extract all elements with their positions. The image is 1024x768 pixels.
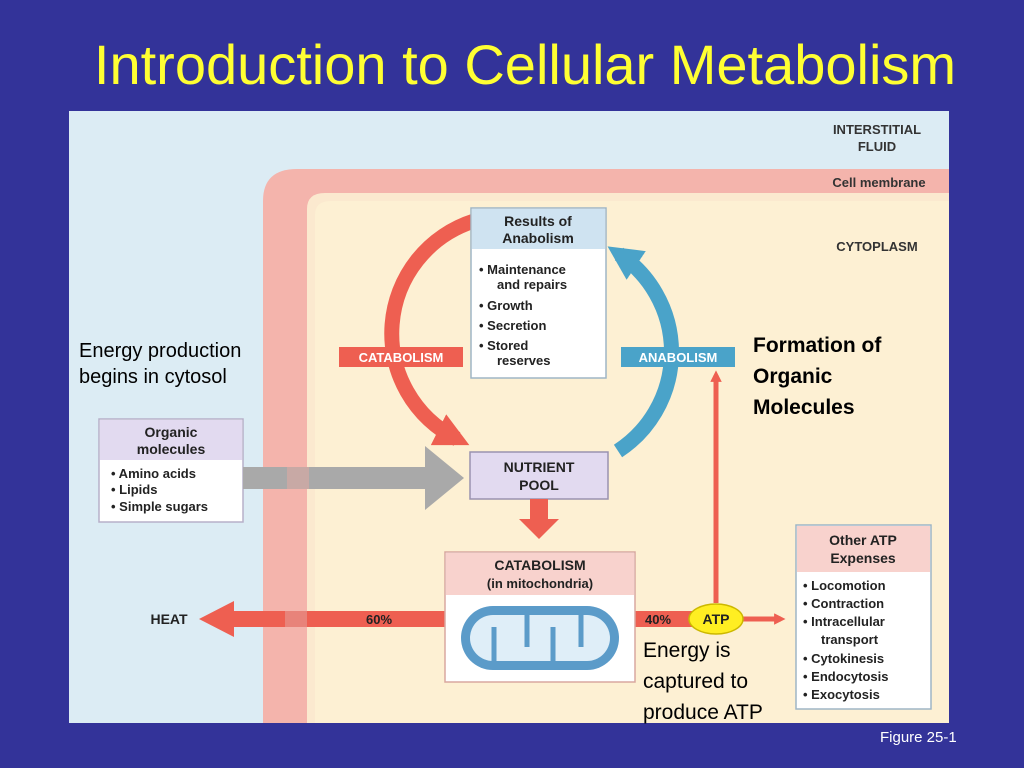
anabolism-item: • Secretion	[479, 318, 546, 333]
mitochondria-subtitle: (in mitochondria)	[487, 576, 593, 591]
metabolism-diagram: INTERSTITIAL FLUID Cell membrane CYTOPLA…	[69, 111, 949, 723]
interstitial-fluid-label: INTERSTITIAL	[833, 122, 921, 137]
anabolism-item: • Growth	[479, 298, 533, 313]
slide-title: Introduction to Cellular Metabolism	[93, 33, 957, 96]
heat-percent: 60%	[366, 612, 392, 627]
heat-arrow	[199, 601, 447, 637]
atp-percent: 40%	[645, 612, 671, 627]
anabolism-item: and repairs	[497, 277, 567, 292]
cytoplasm-label: CYTOPLASM	[836, 239, 917, 254]
nutrient-pool-box	[469, 451, 609, 500]
anabolism-results-title: Results of	[504, 213, 572, 229]
organic-molecule-item: • Lipids	[111, 482, 157, 497]
atp-expense-item: • Locomotion	[803, 578, 886, 593]
annotation-formation-line: Formation of	[753, 334, 882, 357]
heat-label: HEAT	[150, 611, 188, 627]
anabolism-label-bg	[621, 347, 735, 367]
uptake-arrow	[243, 446, 464, 510]
organic-molecules-title: Organic	[145, 424, 198, 440]
mitochondria-title: CATABOLISM	[494, 557, 585, 573]
atp-expense-item: transport	[821, 632, 879, 647]
atp-expense-item: • Endocytosis	[803, 669, 888, 684]
mitochondrion-icon	[461, 606, 619, 670]
anabolism-item: • Stored	[479, 338, 528, 353]
nutrient-pool-label-2: POOL	[519, 477, 559, 493]
nutrient-pool-label: NUTRIENT	[504, 459, 575, 475]
atp-expense-item: • Intracellular	[803, 614, 885, 629]
organic-molecules-title-2: molecules	[137, 441, 206, 457]
mitochondria-catabolism-box: CATABOLISM (in mitochondria)	[444, 551, 636, 683]
annotation-energy-production-line: begins in cytosol	[79, 366, 227, 388]
annotation-energy-production: Energy production begins in cytosol	[79, 338, 241, 390]
annotation-formation-line: Molecules	[753, 396, 855, 419]
anabolism-results-title-2: Anabolism	[502, 230, 574, 246]
anabolism-item: • Maintenance	[479, 262, 566, 277]
figure-caption: Figure 25-1	[880, 729, 957, 746]
anabolism-label: ANABOLISM	[639, 350, 718, 365]
annotation-energy-captured-line: produce ATP	[643, 701, 763, 724]
annotation-energy-production-line: Energy production	[79, 340, 242, 362]
organic-molecules-box: Organic molecules • Amino acids • Lipids…	[98, 418, 244, 523]
annotation-formation: Formation of Organic Molecules	[753, 330, 881, 423]
atp-expenses-title: Other ATP	[829, 532, 897, 548]
pool-to-mitochondria-arrow	[519, 499, 559, 539]
annotation-energy-captured: Energy is captured to produce ATP	[643, 635, 763, 728]
catabolism-arc	[384, 213, 477, 446]
annotation-energy-captured-line: Energy is	[643, 639, 731, 662]
anabolism-results-box: Results of Anabolism • Maintenance and r…	[470, 207, 607, 379]
atp-expense-item: • Contraction	[803, 596, 884, 611]
catabolism-label-bg	[339, 347, 463, 367]
atp-expenses-box: Other ATP Expenses • Locomotion • Contra…	[795, 524, 932, 710]
cell-membrane-label: Cell membrane	[832, 175, 925, 190]
atp-expense-item: • Cytokinesis	[803, 651, 884, 666]
interstitial-fluid-label-2: FLUID	[858, 139, 896, 154]
annotation-formation-line: Organic	[753, 365, 833, 388]
organic-molecule-item: • Simple sugars	[111, 499, 208, 514]
atp-expense-item: • Exocytosis	[803, 687, 880, 702]
atp-label: ATP	[703, 611, 730, 627]
catabolism-label: CATABOLISM	[359, 350, 444, 365]
anabolism-item: reserves	[497, 353, 551, 368]
annotation-energy-captured-line: captured to	[643, 670, 749, 693]
atp-expenses-title-2: Expenses	[830, 550, 896, 566]
atp-badge	[688, 603, 744, 635]
organic-molecule-item: • Amino acids	[111, 466, 196, 481]
